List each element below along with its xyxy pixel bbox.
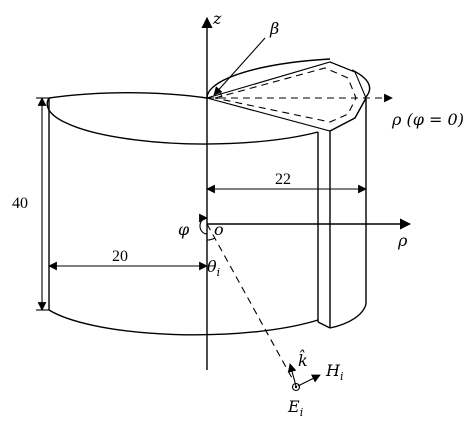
k-vector-arrow [287,363,297,387]
e-field-dot [294,385,298,389]
cylinder-bottom-arc [48,309,319,336]
wedge-right-side [329,97,367,132]
e-field-label: Ei [287,397,303,419]
z-axis-label: z [212,9,222,28]
beta-angle-arc [219,92,223,98]
cylinder-top-ellipse-left [48,91,208,99]
rho-phi0-label: ρ (φ = 0) [391,110,464,129]
origin-label: o [214,220,224,239]
wedge-bottom-edge [317,321,331,329]
cylinder-top-ellipse [206,58,371,99]
e-field-symbol [291,382,301,392]
phi-label: φ [178,220,190,239]
cylinder-right-edge [329,98,367,329]
incident-wave-line [206,223,293,379]
k-hat-label: k̂ [298,350,308,370]
h-field-arrow [297,374,321,387]
cylinder-top-ellipse-front [46,97,319,145]
phi-rotation-arc [199,213,208,235]
beta-label: β [269,19,279,38]
wedge-outer-edge-top [329,61,356,73]
outer-radius-label: 22 [275,171,291,188]
wedge-top-face [204,61,367,132]
rho-axis-label: ρ [397,231,408,250]
wedge-inner-dashed [214,67,357,123]
h-field-label: Hi [325,361,343,383]
inner-radius-label: 20 [112,248,128,265]
height-label: 40 [12,195,28,212]
beta-pointer [213,37,266,96]
theta-label: θi [207,257,220,279]
